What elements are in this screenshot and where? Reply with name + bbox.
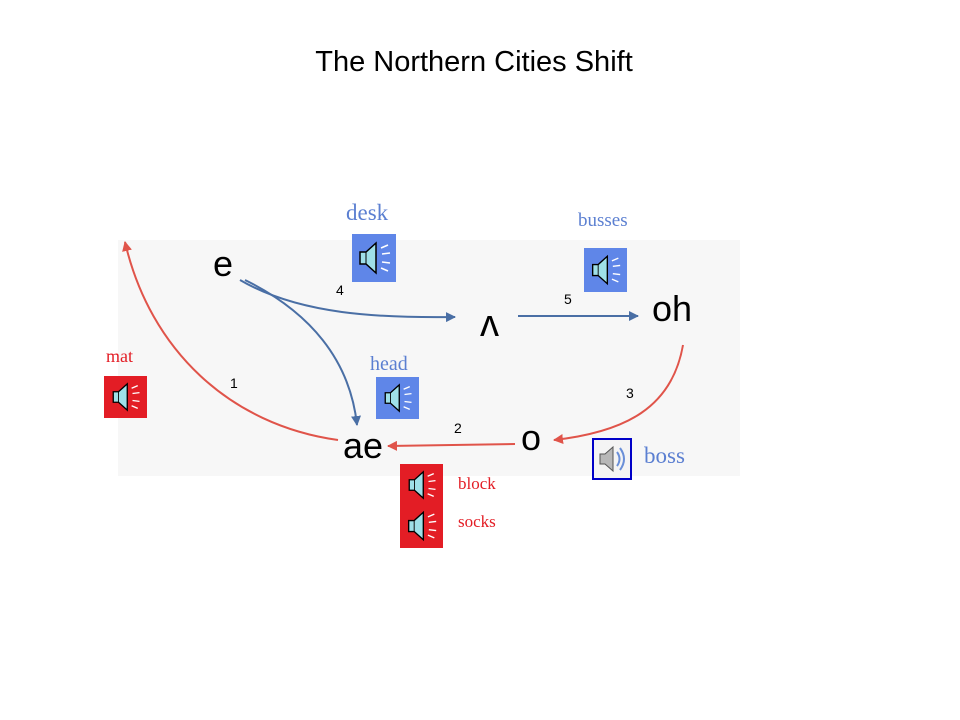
speaker-icon [384, 383, 412, 413]
busses-audio-button[interactable] [584, 248, 627, 292]
arrow-2 [387, 440, 516, 451]
boss-audio-button[interactable] [592, 438, 632, 480]
vowel-o: o [521, 417, 541, 458]
page-title: The Northern Cities Shift [315, 46, 633, 78]
word-busses: busses [578, 210, 628, 231]
arrow-3 [553, 344, 684, 444]
arrow-number-2: 2 [454, 420, 462, 436]
arrow-number-5: 5 [564, 291, 572, 307]
speaker-icon [408, 470, 436, 500]
vowel-ae: ae [343, 425, 383, 466]
vowel-oh: oh [652, 288, 692, 329]
block-audio-button[interactable] [400, 464, 443, 506]
mat-audio-button[interactable] [104, 376, 147, 418]
word-mat: mat [106, 346, 133, 366]
word-boss: boss [644, 443, 685, 468]
speaker-icon [591, 254, 621, 286]
speaker-icon [594, 440, 630, 478]
arrow-1 [122, 241, 339, 441]
speaker-icon [407, 510, 437, 542]
arrow-number-4: 4 [336, 282, 344, 298]
speaker-icon [359, 241, 391, 275]
arrow-4 [239, 279, 456, 323]
word-socks: socks [458, 512, 496, 531]
word-head: head [370, 353, 408, 375]
desk-audio-button[interactable] [352, 234, 396, 282]
speaker-icon [112, 382, 140, 412]
word-desk: desk [346, 200, 389, 225]
vowel-wedge: ʌ [480, 303, 499, 345]
arrow-number-1: 1 [230, 375, 238, 391]
diagram-panel [118, 240, 740, 476]
head-audio-button[interactable] [376, 377, 419, 419]
word-block: block [458, 474, 496, 493]
arrow-e-to-ae [244, 279, 362, 426]
vowel-e: e [213, 243, 233, 284]
arrow-number-3: 3 [626, 385, 634, 401]
socks-audio-button[interactable] [400, 504, 443, 548]
